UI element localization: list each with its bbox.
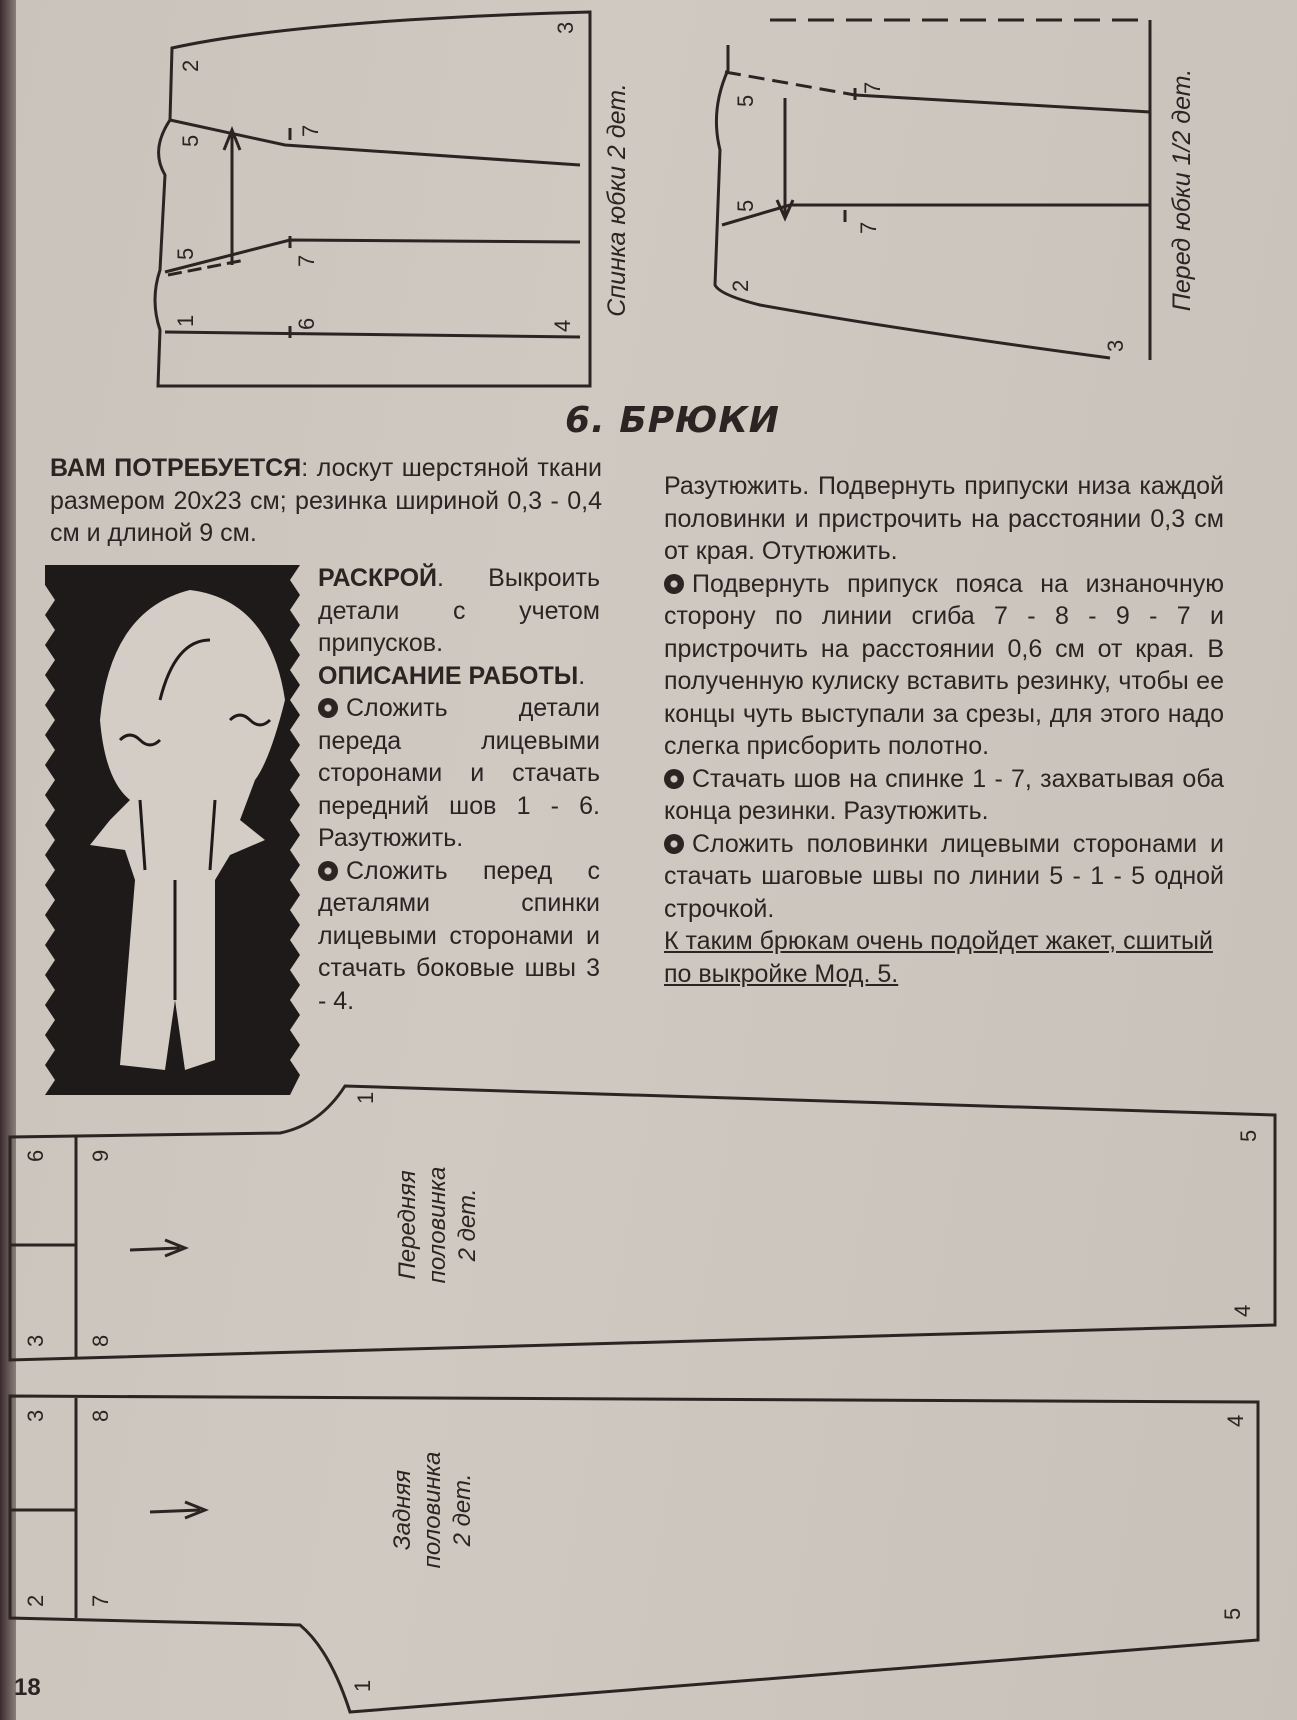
flower-bullet-icon (664, 768, 684, 789)
flower-bullet-icon (664, 573, 684, 594)
instructions-right: Разутюжить. Подвернуть припуски низа каж… (664, 470, 1224, 990)
flower-bullet-icon (318, 860, 338, 881)
needs-text: : лоскут шерстяной ткани размером 20х23 … (50, 454, 602, 547)
cut-text: . Выкроить детали с учетом припусков. (318, 564, 600, 657)
flower-bullet-icon (318, 698, 338, 718)
instructions-left: РАСКРОЙ. Выкроить детали с учетом припус… (318, 564, 600, 1015)
trouser-front-label: Передняя (394, 1170, 421, 1279)
trouser-front-pattern: 6 9 3 8 1 5 4 Передняя половинка 2 дет. (8, 1084, 1277, 1362)
point-label: 5 (733, 95, 758, 107)
point-label: 7 (856, 222, 881, 234)
point-label: 5 (1220, 1608, 1245, 1620)
point-label: 1 (173, 315, 198, 327)
section-title: 6. БРЮКИ (565, 400, 780, 441)
skirt-back-label: Спинка юбки 2 дет. (603, 83, 631, 316)
point-label: 9 (88, 1150, 113, 1162)
step-2: Сложить перед с деталями спинки лицевыми… (318, 856, 600, 1015)
point-label: 5 (173, 248, 198, 260)
skirt-back-pattern: 2 3 5 7 5 7 1 6 4 Спинка юбки 2 дет. (153, 10, 631, 388)
point-label: 7 (294, 255, 319, 267)
point-label: 2 (728, 280, 753, 292)
trouser-back-label: 2 дет. (449, 1474, 476, 1548)
point-label: 5 (1236, 1130, 1261, 1142)
trouser-front-label: половинка (424, 1167, 451, 1284)
point-label: 1 (353, 1092, 378, 1104)
point-label: 1 (350, 1680, 375, 1692)
point-label: 3 (23, 1410, 48, 1422)
point-label: 6 (294, 318, 319, 330)
page-edge (0, 0, 16, 1720)
flower-bullet-icon (664, 833, 684, 854)
continued-text: Разутюжить. Подвернуть припуски низа каж… (664, 472, 1224, 565)
trouser-back-label: половинка (419, 1452, 446, 1569)
point-label: 8 (88, 1410, 113, 1422)
point-label: 6 (23, 1150, 48, 1162)
point-label: 5 (733, 200, 758, 212)
jacket-note: К таким брюкам очень подойдет жакет, сши… (664, 927, 1213, 988)
point-label: 2 (178, 60, 203, 72)
trouser-back-label: Задняя (389, 1470, 416, 1550)
point-label: 8 (88, 1335, 113, 1347)
point-label: 3 (1103, 340, 1128, 352)
skirt-front-label: Перед юбки 1/2 дет. (1168, 69, 1196, 311)
needs-paragraph: ВАМ ПОТРЕБУЕТСЯ: лоскут шерстяной ткани … (50, 452, 602, 550)
step-1: Сложить детали переда лицевыми сторонами… (318, 694, 600, 852)
point-label: 7 (88, 1595, 113, 1607)
cut-heading: РАСКРОЙ (318, 564, 437, 592)
point-label: 3 (553, 22, 578, 34)
page-number: 18 (14, 1674, 41, 1701)
point-label: 4 (550, 320, 575, 332)
step-5: Сложить половинки лицевыми сторонами и с… (664, 829, 1224, 923)
point-label: 3 (23, 1335, 48, 1347)
trouser-front-label: 2 дет. (454, 1189, 481, 1263)
point-label: 4 (1223, 1415, 1248, 1427)
point-label: 4 (1230, 1305, 1255, 1317)
point-label: 5 (178, 135, 203, 147)
work-heading: ОПИСАНИЕ РАБОТЫ (318, 661, 579, 690)
step-3: Подвернуть припуск пояса на изнаночную с… (664, 569, 1224, 761)
needs-heading: ВАМ ПОТРЕБУЕТСЯ (50, 454, 302, 482)
trouser-back-pattern: 3 8 2 7 4 5 1 Задняя половинка 2 дет. (8, 1394, 1260, 1714)
point-label: 7 (860, 82, 885, 94)
step-4: Стачать шов на спинке 1 - 7, захватывая … (664, 764, 1224, 826)
girl-illustration (45, 565, 300, 1095)
point-label: 7 (298, 125, 323, 137)
skirt-front-pattern: 5 7 5 7 2 3 Перед юбки 1/2 дет. (713, 18, 1196, 360)
point-label: 2 (23, 1595, 48, 1607)
